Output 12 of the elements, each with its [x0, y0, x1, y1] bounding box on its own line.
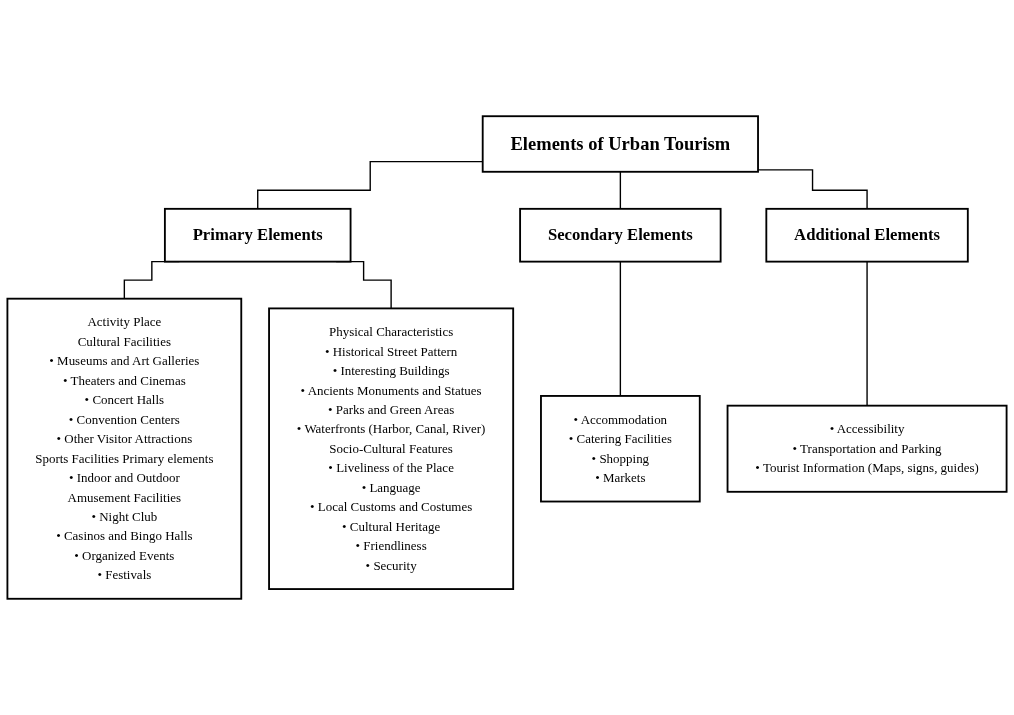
node-box: Primary Elements — [163, 207, 352, 263]
connector — [619, 260, 622, 397]
connector — [866, 260, 868, 407]
node-box: Activity Place Cultural Facilities • Museums and Art Galleries • Theaters and Cinemas • Concert Halls • Convention Centers • Other Visitor Attractions Sports Facilities Primary elements • Indoor and Outdoor Amusement Facilities • Night Club • Casinos and Bingo Halls • Organized Events • Festivals — [6, 297, 243, 600]
node-box: • Accommodation • Catering Facilities • Shopping • Markets — [540, 395, 701, 503]
node-box: • Accessibility • Transportation and Parking • Tourist Information (Maps, signs, guides) — [726, 404, 1008, 493]
node-box: Physical Characteristics • Historical Street Pattern • Interesting Buildings • Ancients Monuments and Statues • Parks and Green Areas • Waterfronts (Harbor, Canal, River) Socio-Cultural Features • Liveliness of the Place • Language • Local Customs and Costumes • Cultural Heritage • Friendliness • Security — [268, 307, 515, 590]
connector — [757, 169, 868, 210]
node-box: Elements of Urban Tourism — [481, 115, 759, 173]
connector — [619, 171, 622, 210]
node-box: Additional Elements — [765, 207, 969, 263]
node-box: Secondary Elements — [519, 207, 722, 263]
